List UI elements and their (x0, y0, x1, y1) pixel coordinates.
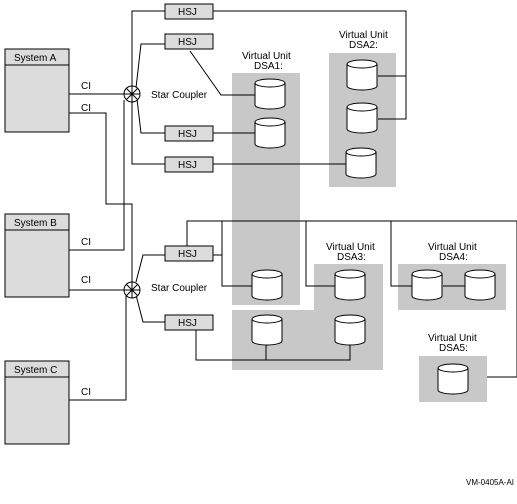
hsj5-bus (186, 220, 517, 378)
hsj-controller-6: HSJ (164, 314, 214, 331)
hsj-1-label: HSJ (178, 7, 197, 18)
dsa5-label-line1: Virtual Unit (428, 333, 477, 344)
hsj-controller-5: HSJ (164, 245, 214, 262)
figure-id: VM-0405A-AI (466, 478, 514, 487)
hsj-2-label: HSJ (178, 37, 197, 48)
ci-link-c (69, 296, 127, 401)
dsa5-disk-1-icon (437, 363, 469, 395)
system-c-label: System C (14, 365, 57, 376)
hsj-controller-4: HSJ (164, 156, 214, 173)
dsa2-disk-3-icon (345, 147, 377, 179)
dsa4-label-line1: Virtual Unit (428, 242, 477, 253)
dsa2-disk-2-icon (346, 102, 378, 134)
dsa3-disk-2-icon (334, 269, 366, 301)
dsa2-label-line1: Virtual Unit (339, 30, 388, 41)
hsj-controller-1: HSJ (164, 3, 214, 20)
dsa3-label-line1: Virtual Unit (326, 242, 375, 253)
dsa1-label-line2: DSA1: (254, 61, 283, 72)
hsj1-to-dsa2 (213, 10, 407, 120)
star-coupler-top (123, 85, 141, 103)
dsa1-disk-3-icon (251, 269, 283, 301)
star-coupler-bottom (123, 281, 141, 299)
top-branch-hsj3 (136, 98, 165, 134)
dsa4-disk-1-icon (411, 269, 443, 301)
system-a-label: System A (14, 53, 57, 64)
ci-label-c: CI (81, 387, 91, 398)
top-branch-up (131, 10, 165, 86)
dsa3-label-line2: DSA3: (337, 252, 366, 263)
hsj-5-label: HSJ (178, 249, 197, 260)
dsa2-label-line2: DSA2: (349, 40, 378, 51)
hsj-3-label: HSJ (178, 129, 197, 140)
hsj5-drop-mid (305, 221, 335, 287)
system-b: System B (4, 213, 70, 298)
hsj5-drop-dsa4 (390, 221, 412, 287)
ci-link-b-top (69, 100, 125, 251)
bot-branch-hsj5 (135, 254, 165, 283)
top-branch-hsj4 (131, 101, 165, 165)
hsj-6-label: HSJ (178, 318, 197, 329)
disk-drives (251, 59, 496, 395)
system-b-label: System B (14, 218, 57, 229)
dsa5-label-line2: DSA5: (439, 343, 468, 354)
dsa2-disk-1-icon (346, 59, 378, 91)
star-coupler-top-label: Star Coupler (151, 90, 208, 101)
hsj2-to-dsa1 (189, 50, 255, 96)
dsa1-disk-2-icon (254, 117, 286, 149)
dsa1-disk-1-icon (254, 78, 286, 110)
star-coupler-bottom-label: Star Coupler (151, 283, 208, 294)
dsa1-group-shade (232, 73, 300, 305)
dsa1-label-line1: Virtual Unit (242, 51, 291, 62)
dsa3-disk-3-icon (334, 314, 366, 346)
dsa4-disk-2-icon (464, 269, 496, 301)
wiring (69, 10, 517, 401)
ci-link-a-bottom (69, 112, 133, 286)
bot-branch-hsj6 (135, 294, 165, 323)
ci-label-b1: CI (81, 237, 91, 248)
ci-label-a1: CI (81, 81, 91, 92)
hsj6-bus (195, 330, 351, 361)
dsa3-disk-1-icon (251, 314, 283, 346)
system-c: System C (4, 360, 70, 445)
ci-label-a2: CI (81, 103, 91, 114)
hsj-controller-2: HSJ (164, 33, 214, 50)
hsj-controller-3: HSJ (164, 125, 214, 142)
hsj-4-label: HSJ (178, 160, 197, 171)
top-branch-hsj2 (135, 43, 165, 89)
ci-label-b2: CI (81, 275, 91, 286)
dsa4-label-line2: DSA4: (439, 252, 468, 263)
system-a: System A (4, 48, 70, 133)
